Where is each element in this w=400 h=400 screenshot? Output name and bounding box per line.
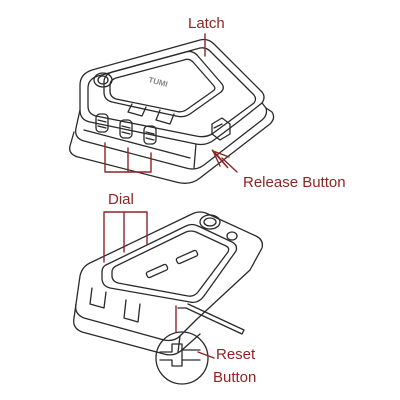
release-arrow-head-outline [211,149,230,167]
reset-button-label-line2: Button [213,369,257,386]
top-lock-body [69,38,275,184]
bottom-lock-body [73,211,264,356]
top-dials [95,113,157,145]
top-dial-knob [93,72,113,88]
release-arrow-head [211,149,229,169]
reset-magnifier [155,331,209,385]
annotations [103,33,238,359]
dial-label: Dial [108,191,134,208]
tumi-logo: TUMI [147,75,168,89]
reset-button-label-line1: Reset [216,346,256,363]
top-dial-bracket [104,142,152,173]
reset-pointer-line [197,351,215,359]
bottom-dial-bracket [103,211,148,263]
reset-pin [177,303,245,335]
latch-label: Latch [188,15,225,32]
release-arrow-shaft [221,157,238,173]
release-button-label: Release Button [243,174,346,191]
release-button-shape [211,117,231,141]
